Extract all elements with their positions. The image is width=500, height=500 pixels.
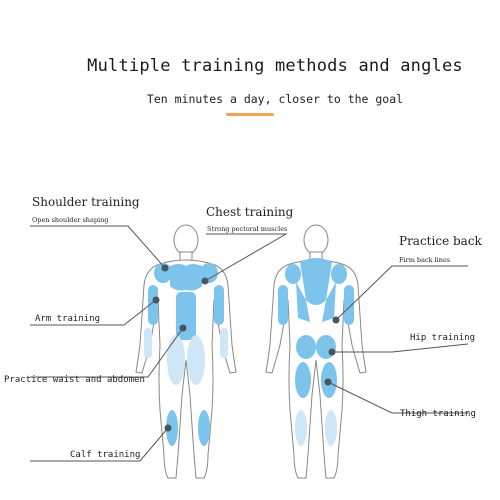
glute-right	[316, 335, 336, 359]
back-shoulder-right	[331, 264, 347, 284]
calf-muscle-right	[198, 410, 210, 446]
label-arm-training: Arm training	[35, 314, 101, 324]
back-lat-right	[322, 282, 336, 322]
back-shoulder-left	[285, 264, 301, 284]
front-thigh-right	[187, 335, 205, 385]
label-thigh-training: Thigh training	[400, 409, 476, 419]
pointer-lines	[30, 225, 469, 462]
label-shoulder-training: Shoulder training	[32, 195, 140, 209]
label-firm-back-lines: Firm back lines	[399, 256, 451, 264]
label-practice-waist-abdomen: Practice waist and abdomen	[4, 375, 145, 385]
label-calf-training: Calf training	[70, 450, 141, 460]
accent-divider	[226, 113, 274, 116]
label-hip-training: Hip training	[410, 333, 476, 343]
back-trapezius	[300, 258, 332, 305]
label-practice-back: Practice back	[399, 234, 482, 248]
front-body-figure	[135, 224, 237, 479]
page-subtitle: Ten minutes a day, closer to the goal	[146, 92, 404, 106]
glute-left	[296, 335, 316, 359]
label-open-shoulder-shaping: Open shoulder shaping	[32, 216, 109, 224]
label-chest-training: Chest training	[206, 205, 294, 219]
chest-muscle-right	[186, 264, 202, 291]
front-arm-right	[214, 285, 224, 325]
page-title: Multiple training methods and angles	[87, 56, 463, 76]
pointer-markers	[152, 264, 340, 432]
back-muscle-highlights	[278, 258, 354, 446]
chest-muscle-left	[170, 264, 186, 291]
front-thigh-left	[167, 335, 185, 385]
front-muscle-highlights	[144, 263, 228, 446]
front-arm-left	[148, 285, 158, 325]
back-thigh-left	[295, 362, 311, 398]
label-strong-pectoral-muscles: Strong pectoral muscles	[207, 225, 288, 233]
calf-muscle-left	[166, 410, 178, 446]
back-lat-left	[296, 282, 310, 322]
